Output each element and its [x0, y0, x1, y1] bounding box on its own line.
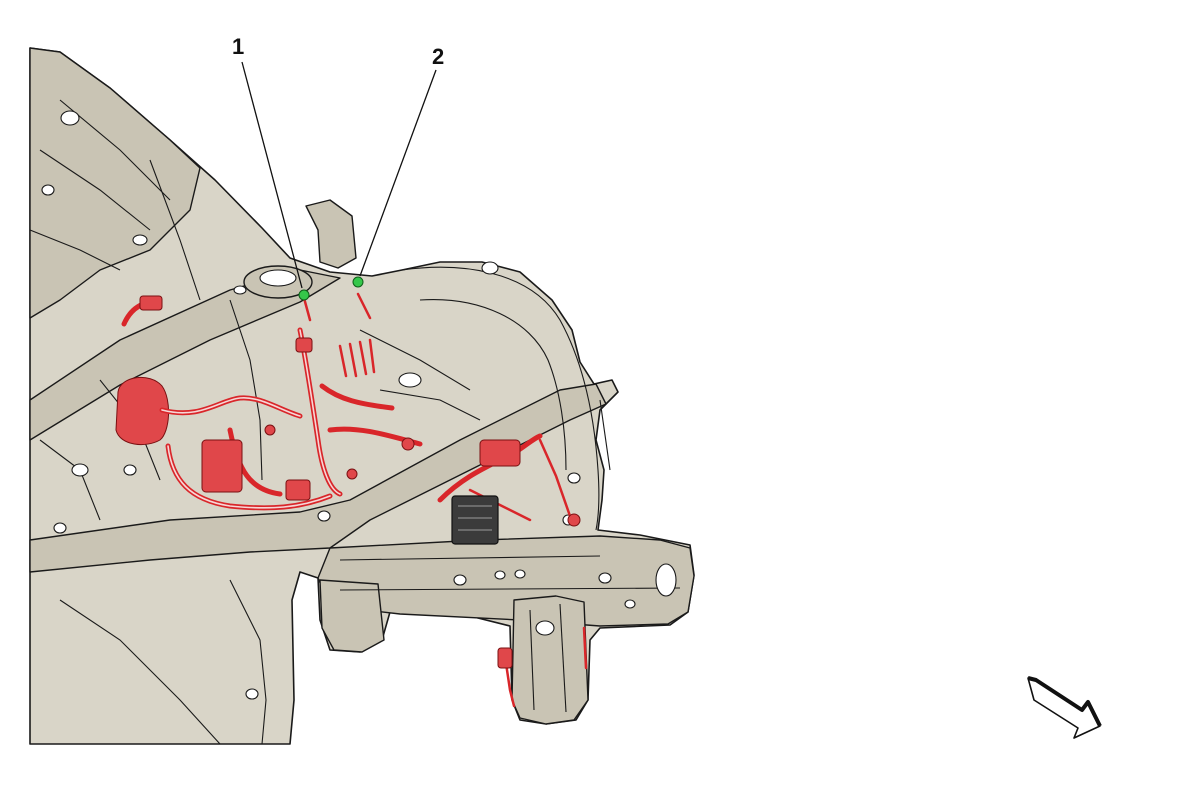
front-crash-box [511, 595, 589, 725]
lower-cross-member [29, 383, 607, 573]
lower-bracket [319, 579, 385, 653]
connector-round [567, 513, 581, 527]
callout-1-leader [241, 61, 303, 289]
relay-box [451, 495, 499, 545]
connector-lower [497, 647, 513, 669]
ground-point-2-marker [352, 276, 364, 288]
connector-upper-left [139, 295, 163, 311]
callouts: 1 2 [232, 34, 444, 289]
connector-tower [295, 337, 313, 353]
upper-frame-rail [29, 269, 341, 441]
connector-right [479, 439, 521, 467]
strut-tower-hole [259, 269, 297, 287]
body-holes [41, 110, 677, 700]
fender-arch [401, 266, 600, 531]
callout-1-label: 1 [232, 34, 244, 59]
upper-mount-bracket [305, 199, 357, 269]
left-large-connector [115, 376, 169, 446]
ground-point-1-marker [298, 289, 310, 301]
ground-point-markers [298, 276, 364, 301]
callout-2-leader [359, 69, 437, 277]
connector-small [285, 479, 311, 501]
body-structure [29, 47, 695, 745]
direction-arrow-icon [1027, 676, 1102, 739]
callout-2-label: 2 [432, 44, 444, 69]
connector-block [201, 439, 243, 493]
wiring-harness [115, 292, 588, 708]
